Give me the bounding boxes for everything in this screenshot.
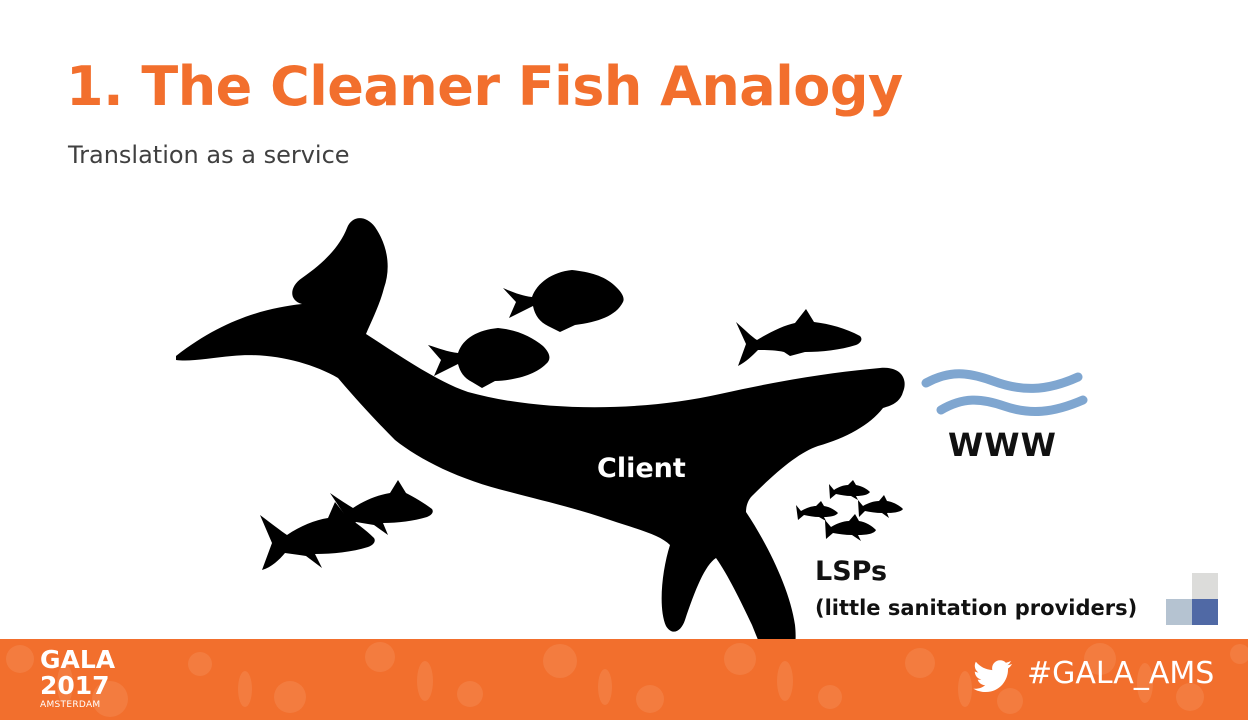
slide-title: 1. The Cleaner Fish Analogy (66, 55, 903, 118)
square-dark-blue (1192, 599, 1218, 625)
logo-name: GALA (40, 645, 116, 674)
footer-bar (0, 639, 1248, 720)
www-label: WWW (948, 426, 1057, 464)
lsps-label: LSPs (815, 556, 888, 587)
twitter-bird-icon (973, 660, 1012, 692)
lsps-description: (little sanitation providers) (815, 596, 1138, 620)
client-label: Client (597, 453, 686, 484)
logo-city: AMSTERDAM (40, 700, 101, 710)
floral-pattern (0, 639, 1248, 720)
fish-silhouette (736, 309, 862, 366)
gala-logo: GALA 2017 AMSTERDAM (40, 647, 115, 710)
decorative-squares (1166, 573, 1218, 625)
fish-silhouette (503, 270, 624, 332)
whale-silhouette (176, 218, 905, 640)
illustration (176, 218, 1088, 640)
fish-silhouette (428, 328, 550, 388)
fish-silhouette (796, 501, 838, 521)
square-light-gray (1192, 573, 1218, 599)
slide-subtitle: Translation as a service (68, 141, 350, 169)
square-light-blue (1166, 599, 1192, 625)
fish-silhouette (858, 495, 903, 518)
fish-silhouette (825, 514, 876, 541)
water-waves-icon (921, 369, 1088, 417)
fish-silhouette (330, 480, 433, 536)
lsp-fish-school (796, 480, 903, 541)
event-hashtag: #GALA_AMS (1027, 656, 1215, 691)
logo-year: 2017 (40, 671, 110, 700)
fish-silhouette (829, 480, 870, 500)
